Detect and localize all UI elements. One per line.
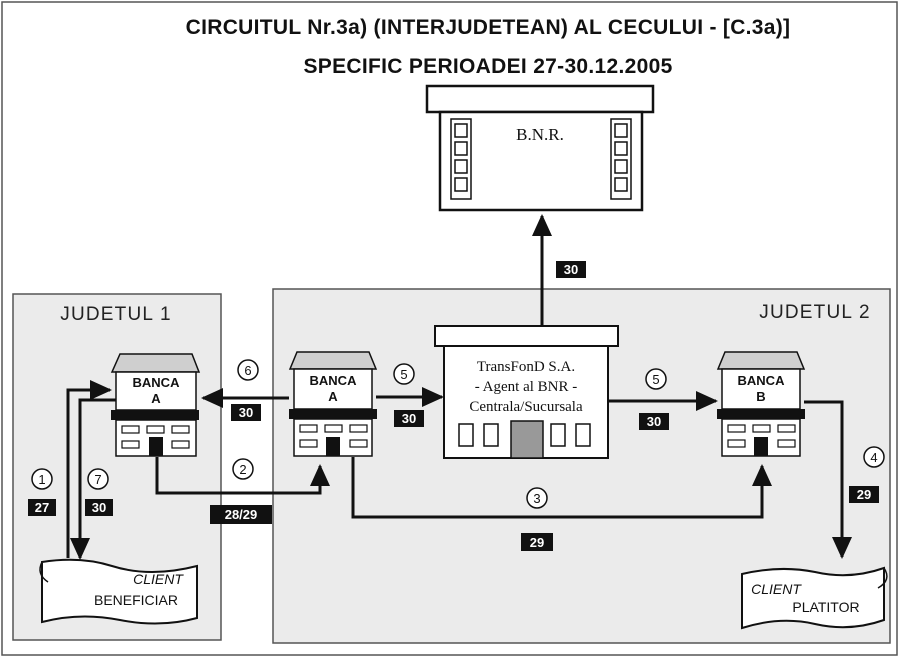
date-step-4: 29 [857,487,871,502]
bank-b-label: BANCA [738,373,786,388]
transfond-branch: Centrala/Sucursala [469,399,583,415]
date-badge-step-7: 30 [85,499,113,516]
step-number-2: 2 [239,462,246,477]
date-step-3: 29 [530,535,544,550]
step-marker-1: 1 [31,468,53,490]
date-badge-step-5-right: 30 [639,413,669,430]
bank-a-judet-1-label: BANCA [133,375,181,390]
diagram-subtitle: SPECIFIC PERIOADEI 27-30.12.2005 [303,55,672,78]
step-number-4: 4 [870,450,877,465]
transfond-role: - Agent al BNR - [475,379,578,395]
bank-a-judet-2-label: BANCA [310,373,358,388]
bank-a-judet-1-letter: A [151,391,161,406]
bank-b [716,351,806,457]
step-marker-5-left: 5 [393,363,415,385]
step-number-7: 7 [94,472,101,487]
date-badge-step-4: 29 [849,486,879,503]
client-platitor-label: CLIENT [751,581,802,597]
arrow-step-3 [351,457,772,519]
date-step-5-right: 30 [647,414,661,429]
bank-a-judet-2-letter: A [328,389,338,404]
bank-a-judet-2 [288,351,378,457]
date-step-7: 30 [92,500,106,515]
date-badge-step-6: 30 [231,404,261,421]
arrow-step-1 [66,380,112,558]
client-beneficiar-role: BENEFICIAR [94,592,178,608]
date-step-2: 28/29 [225,507,258,522]
step-marker-6: 6 [237,359,259,381]
client-beneficiar-label: CLIENT [133,571,184,587]
arrow-step-4 [804,400,852,559]
arrow-step-2 [155,457,330,495]
client-beneficiar-scroll [39,558,198,625]
step-number-5-left: 5 [400,367,407,382]
date-badge-step-3: 29 [521,533,553,551]
date-step-5-left: 30 [402,411,416,426]
transfond-building [434,325,619,459]
step-marker-5-right: 5 [645,368,667,390]
step-number-3: 3 [533,491,540,506]
region-judet-1-label: JUDETUL 1 [60,304,171,325]
step-marker-4: 4 [863,446,885,468]
step-marker-7: 7 [87,468,109,490]
bnr-label: B.N.R. [516,125,564,144]
step-number-1: 1 [38,472,45,487]
date-badge-step-2: 28/29 [210,505,272,524]
step-number-6: 6 [244,363,251,378]
region-judet-2-label: JUDETUL 2 [759,302,870,323]
bank-b-letter: B [756,389,765,404]
date-badge-step-1: 27 [28,499,56,516]
step-marker-3: 3 [526,487,548,509]
bnr-building [425,84,655,212]
step-marker-2: 2 [232,458,254,480]
date-badge-bnr: 30 [556,261,586,278]
transfond-name: TransFonD S.A. [477,359,575,375]
date-step-6: 30 [239,405,253,420]
step-number-5-right: 5 [652,372,659,387]
date-badge-step-5-left: 30 [394,410,424,427]
bank-a-judet-1 [110,353,201,457]
client-platitor-scroll [741,566,888,630]
arrow-step-7 [70,398,116,560]
date-step-1: 27 [35,500,49,515]
client-platitor-role: PLATITOR [792,599,859,615]
diagram-title: CIRCUITUL Nr.3a) (INTERJUDETEAN) AL CECU… [186,16,791,39]
date-bnr: 30 [564,262,578,277]
